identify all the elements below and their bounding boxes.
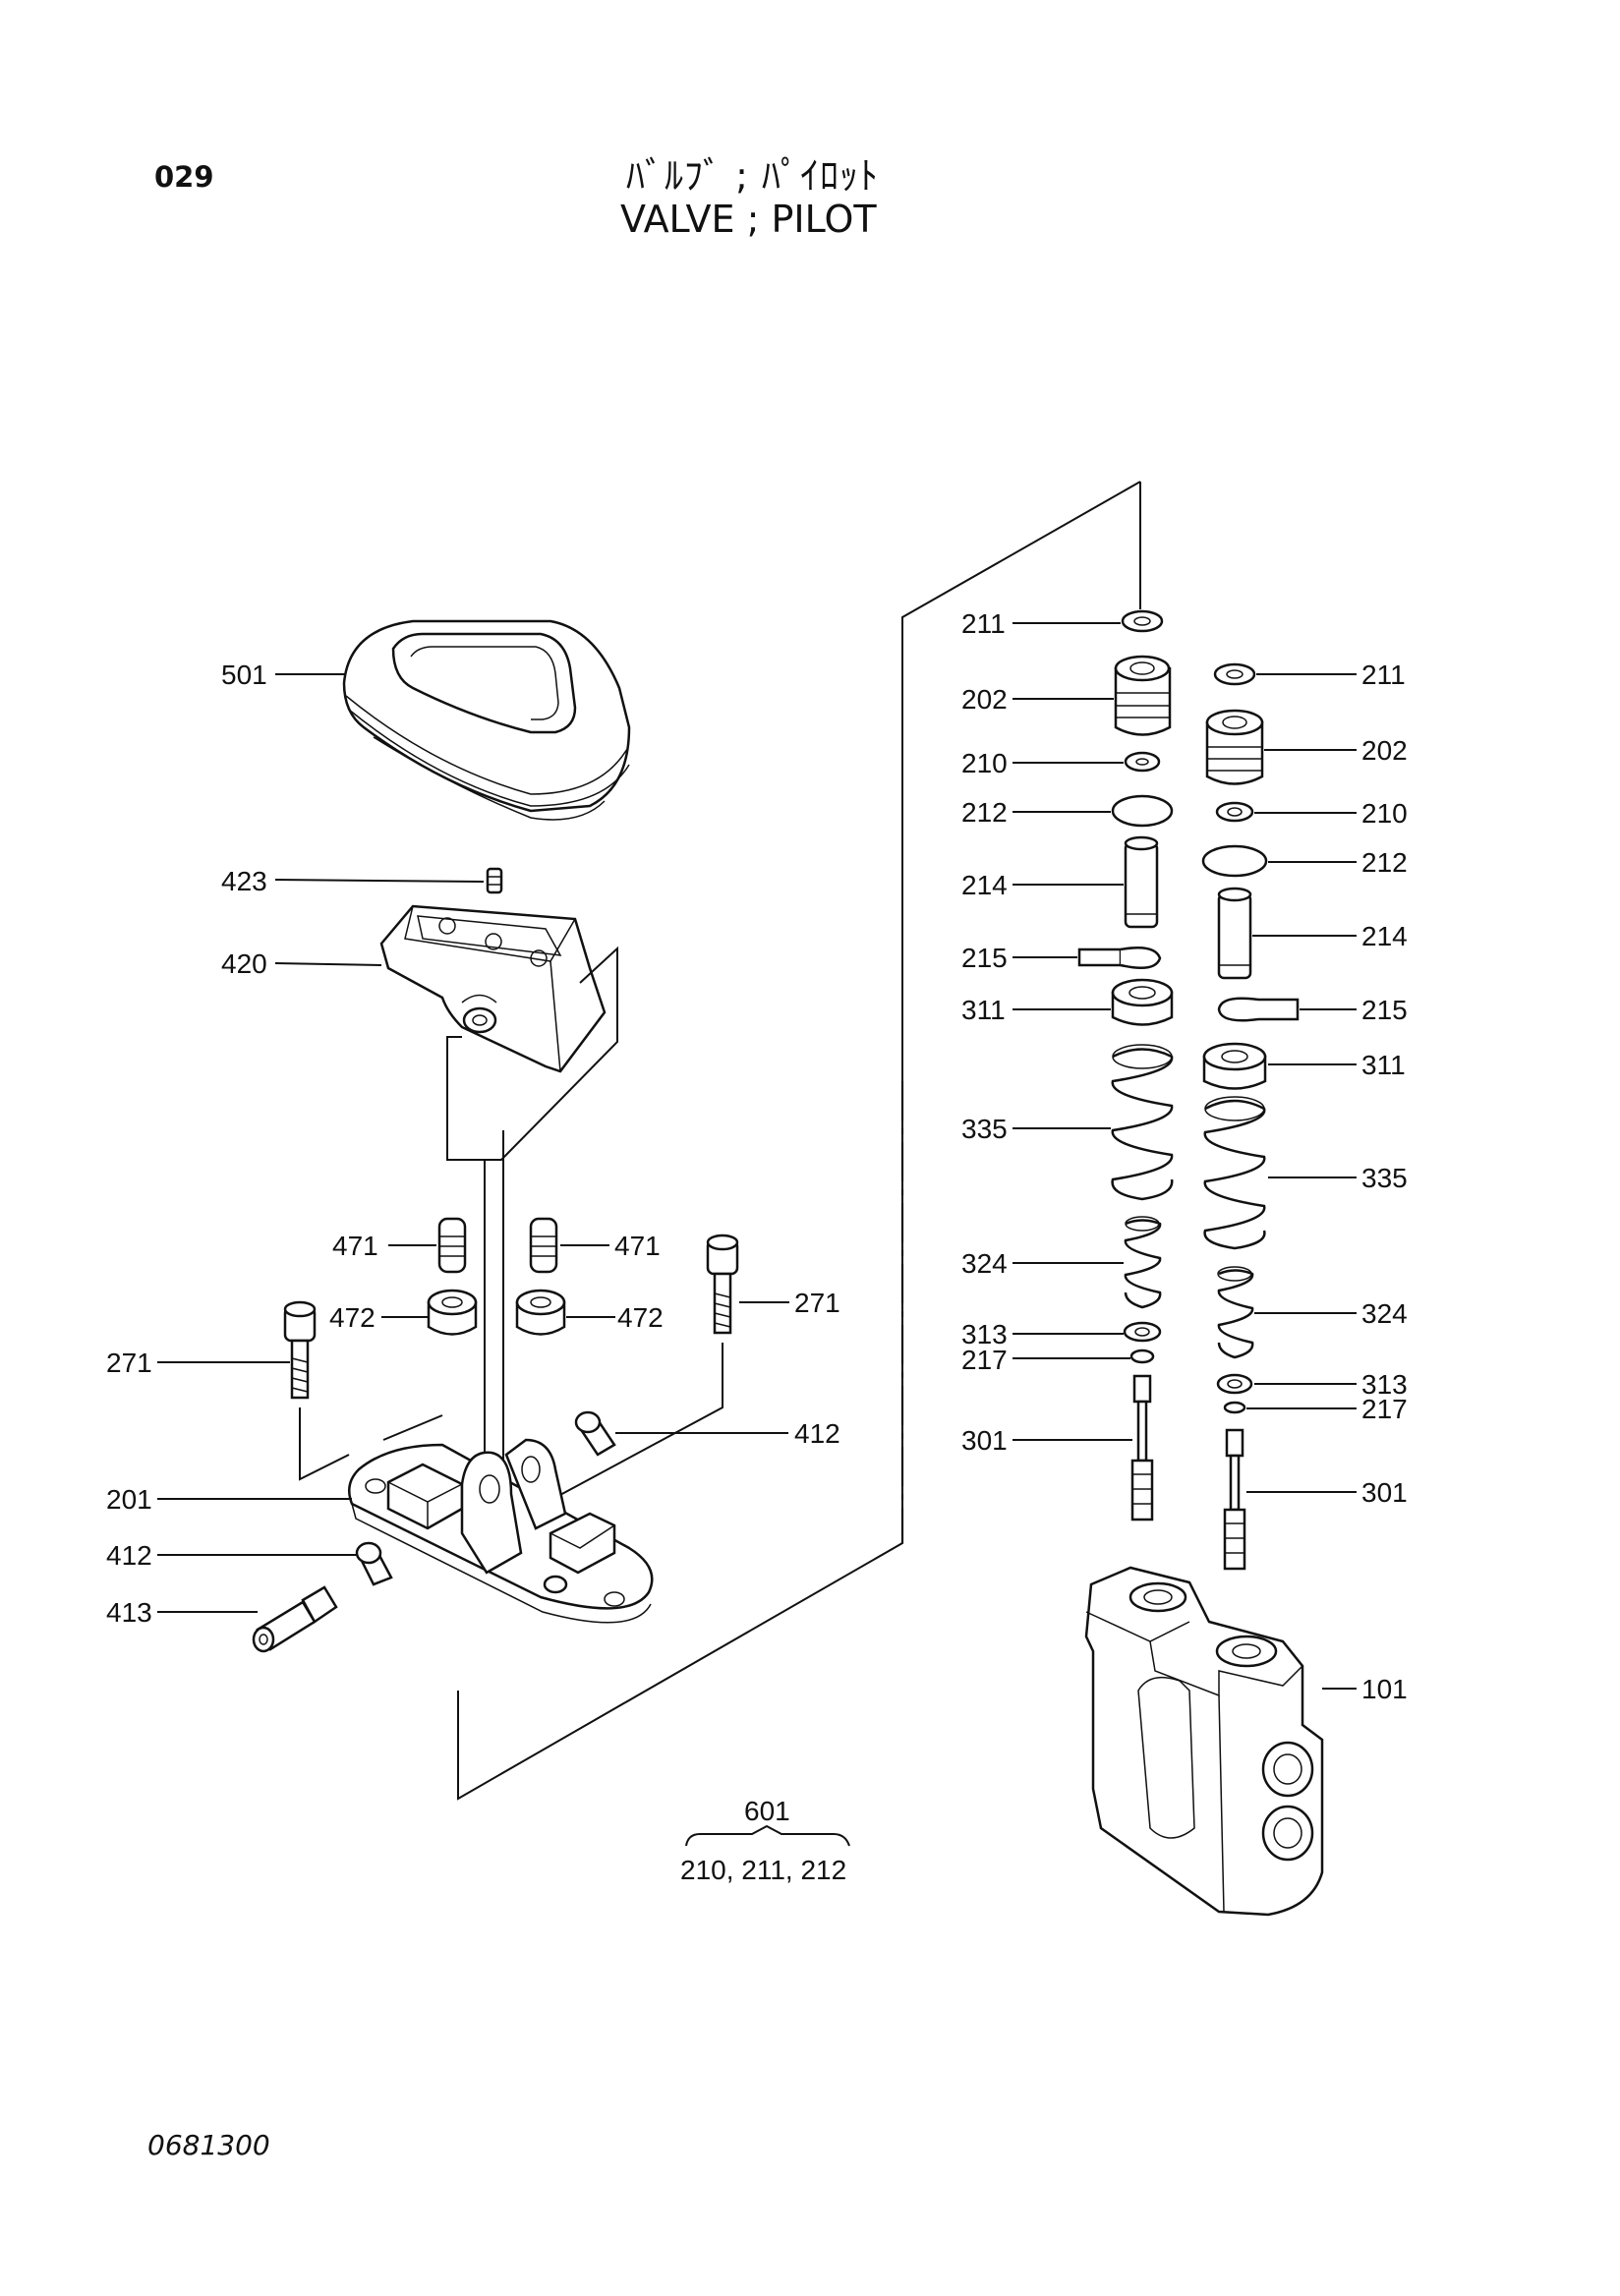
label-413: 413 — [106, 1597, 152, 1628]
part-471-plunger-left — [437, 1217, 467, 1274]
label-212-right: 212 — [1361, 847, 1408, 878]
title-english: VALVE ; PILOT — [620, 198, 877, 241]
kit-contents: 210, 211, 212 — [680, 1855, 846, 1885]
label-335-right: 335 — [1361, 1163, 1408, 1193]
part-labels: 501 423 420 471 471 472 472 271 271 412 … — [106, 608, 1408, 1704]
label-301-right: 301 — [1361, 1477, 1408, 1508]
label-211-right: 211 — [1361, 660, 1406, 690]
part-412-pin-upper — [574, 1410, 616, 1457]
label-210-mid: 210 — [961, 748, 1008, 778]
column-right-parts — [1201, 662, 1300, 1571]
kit-601-note: 601 210, 211, 212 — [680, 1796, 850, 1885]
label-202-mid: 202 — [961, 684, 1008, 715]
title-japanese: ﾊﾞﾙﾌﾞ ; ﾊﾟｲﾛｯﾄ — [626, 154, 879, 198]
label-271-right: 271 — [794, 1288, 840, 1318]
label-201: 201 — [106, 1484, 152, 1515]
drawing-code: 0681300 — [147, 2129, 270, 2161]
label-412-upper: 412 — [794, 1418, 840, 1449]
label-217-right: 217 — [1361, 1394, 1408, 1424]
label-412-lower: 412 — [106, 1540, 152, 1571]
label-471-left: 471 — [332, 1231, 378, 1261]
part-201-base — [347, 1438, 654, 1624]
part-420-plate — [379, 904, 607, 1073]
part-472-bush-left — [427, 1289, 478, 1336]
label-311-mid: 311 — [961, 995, 1006, 1025]
column-middle-parts — [1077, 609, 1174, 1521]
part-101-valve-body — [1084, 1566, 1324, 1917]
label-420: 420 — [221, 948, 267, 979]
leader-lines — [157, 622, 1357, 1690]
part-413-fitting — [252, 1585, 338, 1653]
label-501: 501 — [221, 660, 267, 690]
label-211-mid: 211 — [961, 608, 1006, 639]
label-271-left: 271 — [106, 1348, 152, 1378]
label-214-right: 214 — [1361, 921, 1408, 951]
label-215-mid: 215 — [961, 943, 1008, 973]
label-214-mid: 214 — [961, 870, 1008, 900]
label-423: 423 — [221, 866, 267, 896]
label-311-right: 311 — [1361, 1050, 1406, 1080]
label-324-mid: 324 — [961, 1248, 1008, 1279]
part-271-bolt-left — [283, 1300, 317, 1400]
label-202-right: 202 — [1361, 735, 1408, 766]
label-335-mid: 335 — [961, 1114, 1008, 1144]
part-423-screw — [486, 867, 503, 894]
kit-number: 601 — [744, 1796, 790, 1826]
label-472-right: 472 — [617, 1302, 664, 1333]
part-501-boot — [342, 619, 631, 821]
assembly-bracket — [457, 481, 1141, 1801]
label-301-mid: 301 — [961, 1425, 1008, 1456]
label-217-mid: 217 — [961, 1345, 1008, 1375]
label-472-left: 472 — [329, 1302, 376, 1333]
part-472-bush-right — [515, 1289, 566, 1336]
label-215-right: 215 — [1361, 995, 1408, 1025]
label-324-right: 324 — [1361, 1298, 1408, 1329]
label-313-right: 313 — [1361, 1369, 1408, 1400]
label-471-right: 471 — [614, 1231, 661, 1261]
label-212-mid: 212 — [961, 797, 1008, 828]
part-412-pin-lower — [355, 1541, 393, 1586]
page-number: 029 — [154, 160, 214, 194]
part-271-bolt-right — [706, 1234, 739, 1335]
part-471-plunger-right — [529, 1217, 558, 1274]
label-210-right: 210 — [1361, 798, 1408, 829]
label-313-mid: 313 — [961, 1319, 1008, 1349]
label-101: 101 — [1361, 1674, 1408, 1704]
